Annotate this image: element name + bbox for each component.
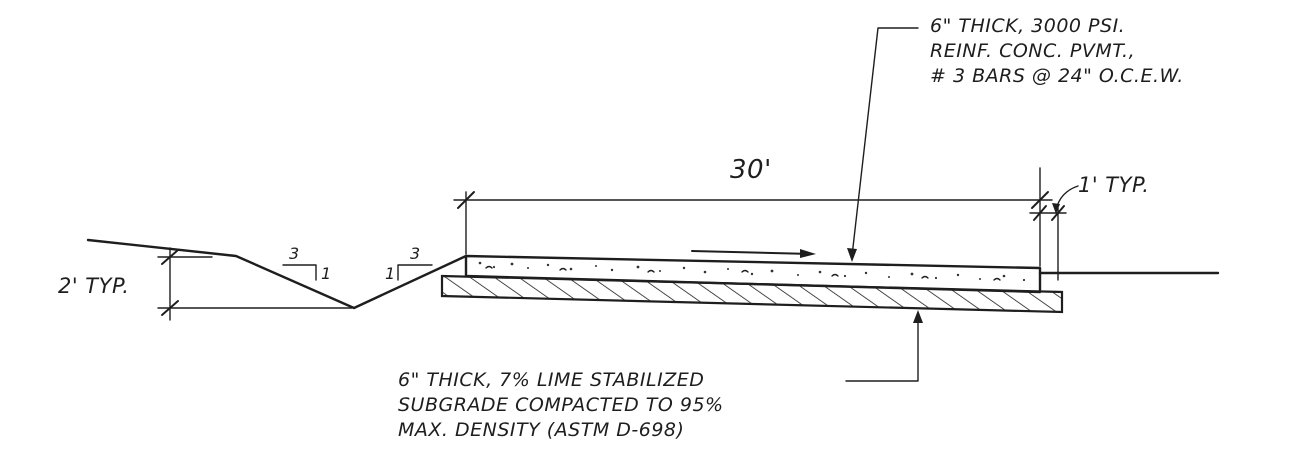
dim-2ft-tick-top [161,249,179,265]
dim-1ft-tick-right [1051,205,1065,221]
pavement-note-line1: 6" THICK, 3000 PSI. [930,15,1125,37]
lime-stabilized-subgrade [440,274,1064,314]
concrete-aggregate-texture [478,261,1026,282]
dim-30-tick-left [457,191,475,209]
slope-right-run: 3 [410,244,421,263]
slope-direction-arrowhead [800,249,816,258]
subgrade-note-line1: 6" THICK, 7% LIME STABILIZED [398,369,704,391]
dim-1ft-tick-left [1033,205,1047,221]
dim-2ft-tick-bottom [161,300,179,316]
subgrade-callout-arrow [913,310,923,323]
dim-1ft-leader-arrow [1052,203,1060,214]
pavement-note-line3: # 3 BARS @ 24" O.C.E.W. [930,65,1184,87]
slope-right-rise: 1 [385,264,396,283]
pavement-width-dimension: 30' [730,155,772,185]
subgrade-note-line2: SUBGRADE COMPACTED TO 95% [398,394,724,416]
dim-1ft-leader [1055,185,1079,211]
slope-triangle-right [397,264,433,281]
slope-left-run: 3 [289,244,300,263]
pavement-note-line2: REINF. CONC. PVMT., [930,40,1135,62]
slope-direction-arrow-shaft [691,250,813,255]
shoulder-dimension-label: 1' TYP. [1078,173,1149,197]
dim-30-tick-right [1031,191,1049,209]
slope-triangle-left [282,264,317,281]
subgrade-callout-leader [845,315,919,382]
ditch-depth-label: 2' TYP. [58,274,129,298]
pavement-callout-leader [851,27,919,257]
slope-left-rise: 1 [321,264,332,283]
subgrade-note-line3: MAX. DENSITY (ASTM D-698) [398,419,684,441]
ground-profile-line [86,238,468,310]
pavement-callout-arrow [847,248,857,262]
